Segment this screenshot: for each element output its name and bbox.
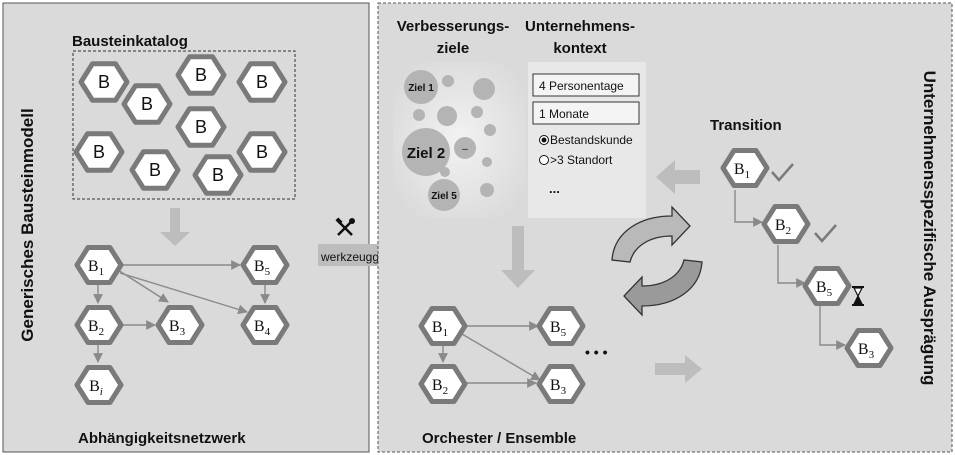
network-node-b4-subscript: 4 [265,326,271,338]
catalog-block-6-label: B [195,117,207,137]
catalog-block-4-label: B [256,72,268,92]
network-node-b1: B1 [74,245,124,285]
catalog-block-6: B [175,106,227,148]
catalog-block-5-label: B [93,142,105,162]
context-monate-box [532,101,640,125]
transition-node-b3: B3 [844,328,894,368]
orchestra-node-b3-subscript: 3 [561,385,567,397]
transition-node-b2-subscript: 2 [786,225,792,237]
catalog-block-2-label: B [141,94,153,114]
catalog-block-1-label: B [98,72,110,92]
catalog-blocks: B B B B B B B B B [73,54,288,196]
transition-node-b1: B1 [720,148,770,188]
catalog-block-7-label: B [256,142,268,162]
goal-ziel2: Ziel 2 [407,145,445,162]
network-node-b5-subscript: 5 [265,266,271,278]
catalog-block-8-label: B [149,160,161,180]
context-title-line1: Unternehmens- [525,18,635,35]
radio-standort [539,155,549,165]
transition-edges [734,190,846,350]
goals-title-line1: Verbesserungs- [397,18,510,35]
arrow-orchestra-to-transition [655,355,702,383]
orchestra-edges [438,321,541,388]
network-title: Abhängigkeitsnetzwerk [78,430,246,447]
catalog-block-5: B [73,131,125,173]
orchestra-node-b1-subscript: 1 [443,327,449,339]
orchestra-node-b1: B1 [418,306,468,346]
catalog-block-3-label: B [195,65,207,85]
network-node-bi: Bi [74,365,124,405]
orchestra-node-b2: B2 [418,364,468,404]
network-node-b3-subscript: 3 [180,326,186,338]
network-node-b2: B2 [74,305,124,345]
catalog-block-8: B [129,149,181,191]
catalog-block-4: B [236,61,288,103]
context-bestandskunde: Bestandskunde [550,133,633,147]
catalog-block-2: B [121,83,173,125]
arrow-transition-to-context [656,160,700,194]
catalog-block-9: B [192,154,244,196]
orchestra-ellipsis: • • • [585,344,608,360]
orchestra-node-b2-subscript: 2 [443,385,449,397]
context-personentage-box [532,73,640,97]
catalog-block-1: B [78,61,130,103]
network-node-b1-subscript: 1 [99,266,105,278]
catalog-title: Bausteinkatalog [72,33,188,50]
network-node-b2-subscript: 2 [99,326,105,338]
goal-ziel5: Ziel 5 [431,191,457,202]
hammer-wrench-icon [335,217,355,236]
network-node-bi-subscript: i [100,386,103,398]
hourglass-icon [852,286,864,306]
catalog-block-3: B [175,54,227,96]
network-node-b5: B5 [240,245,290,285]
context-title-line2: kontext [553,40,606,57]
check-icon-b2 [814,224,837,243]
catalog-block-7: B [236,131,288,173]
network-node-b4: B4 [240,305,290,345]
goal-bubbles [402,70,496,211]
left-vertical-title: Generisches Bausteinmodell [18,108,37,341]
goal-ziel1: Ziel 1 [408,83,434,94]
transition-node-b5-subscript: 5 [827,287,833,299]
context-more: ... [549,181,560,196]
orchestra-node-b3: B3 [536,364,586,404]
transition-node-b3-subscript: 3 [869,349,875,361]
arrow-goals-to-orchestra [501,226,535,288]
transition-title: Transition [710,117,782,134]
orchestra-node-b5: B5 [536,306,586,346]
goal-dash: – [462,144,468,155]
network-edges [93,260,270,363]
context-standort: >3 Standort [550,153,613,167]
goals-title-line2: ziele [437,40,470,57]
context-personentage: 4 Personentage [539,79,624,93]
transition-node-b1-subscript: 1 [745,169,751,181]
catalog-block-9-label: B [212,165,224,185]
orchestra-title: Orchester / Ensemble [422,430,576,447]
arrow-catalog-to-network [160,208,190,246]
cycle-arrows-icon [611,205,703,317]
transition-node-b5: B5 [802,266,852,306]
check-icon-b1 [771,163,794,182]
orchestra-node-b5-subscript: 5 [561,327,567,339]
radio-bestandskunde-dot [541,137,547,143]
network-node-bi-label: Bi [89,378,103,398]
transition-node-b2: B2 [761,204,811,244]
right-vertical-title: Unternehmensspezifische Ausprägung [920,71,939,386]
network-node-b3: B3 [155,305,205,345]
context-monate: 1 Monate [539,107,589,121]
